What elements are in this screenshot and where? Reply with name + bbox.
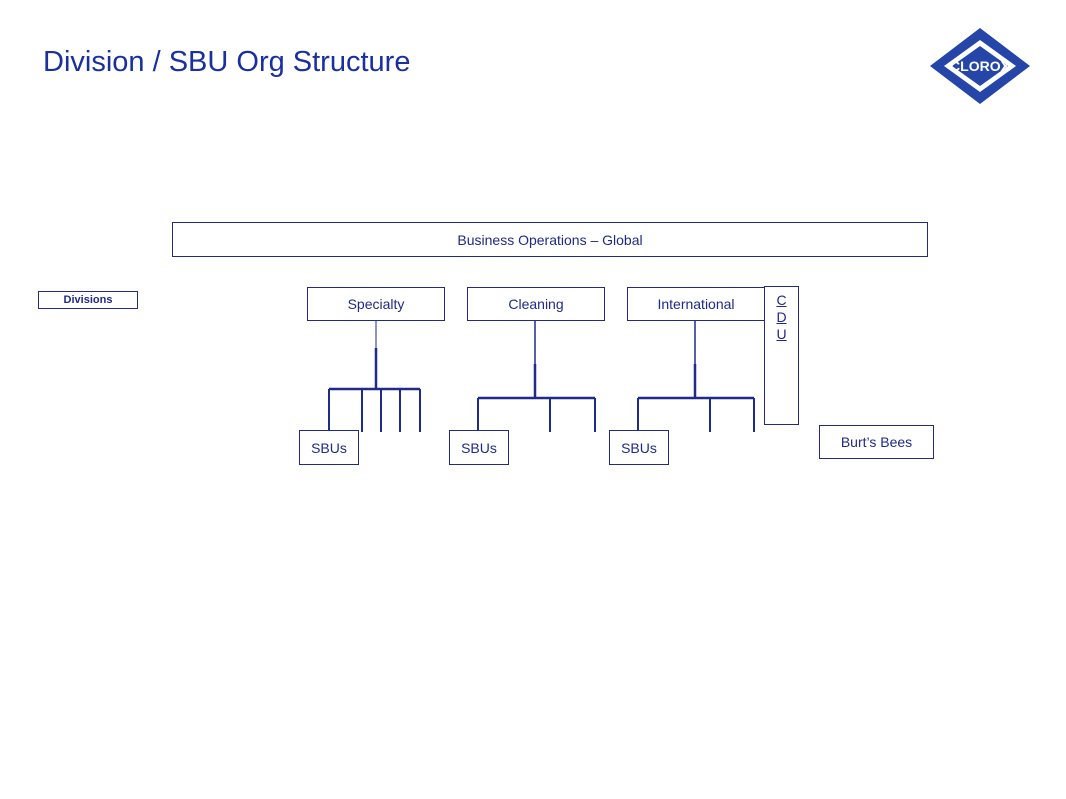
cdu-box: C D U bbox=[764, 286, 799, 425]
international-sbus-box: SBUs bbox=[609, 430, 669, 465]
svg-text:CLOROX: CLOROX bbox=[950, 58, 1011, 74]
burts-bees-box: Burt’s Bees bbox=[819, 425, 934, 459]
divisions-row-label: Divisions bbox=[38, 291, 138, 309]
division-specialty-box: Specialty bbox=[307, 287, 445, 321]
cdu-letter: U bbox=[776, 326, 787, 342]
specialty-sbus-box: SBUs bbox=[299, 430, 359, 465]
business-operations-label: Business Operations – Global bbox=[457, 231, 643, 248]
clorox-logo: CLOROX bbox=[930, 28, 1030, 104]
division-cleaning-box: Cleaning bbox=[467, 287, 605, 321]
cdu-letter: D bbox=[776, 309, 787, 325]
division-international-box: International bbox=[627, 287, 765, 321]
cdu-letter: C bbox=[776, 292, 787, 308]
cleaning-sbus-box: SBUs bbox=[449, 430, 509, 465]
page-title: Division / SBU Org Structure bbox=[43, 46, 411, 78]
business-operations-box: Business Operations – Global bbox=[172, 222, 928, 257]
